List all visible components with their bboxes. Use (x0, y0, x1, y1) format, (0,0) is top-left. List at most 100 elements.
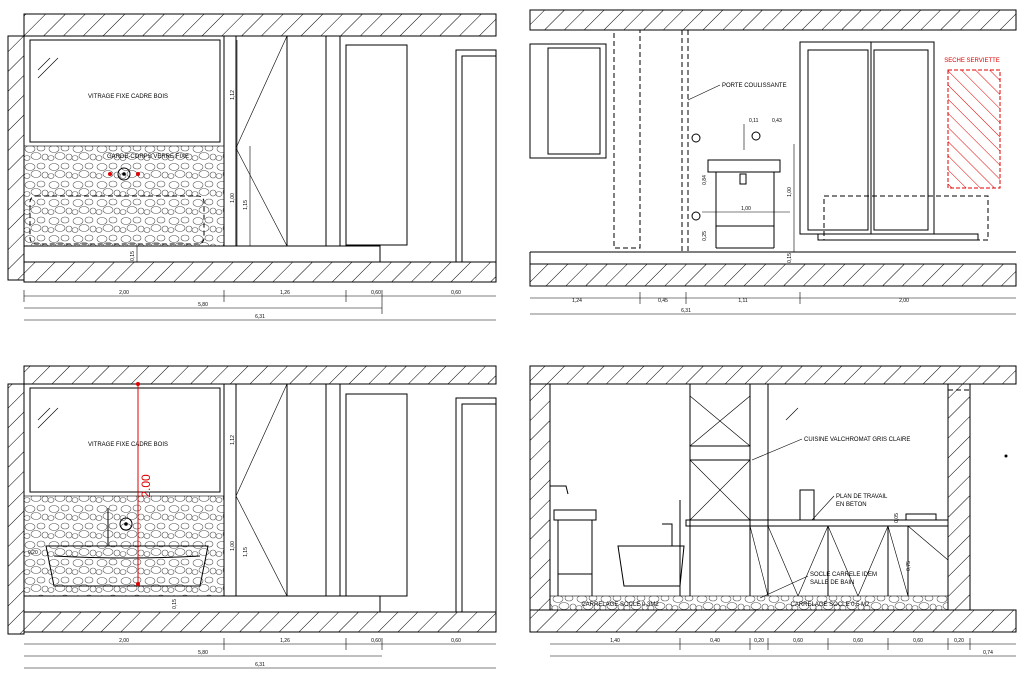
dim-text: 1,00 (230, 193, 236, 203)
dim-text: 0,60 (793, 638, 803, 644)
ceiling-slab (23, 13, 497, 37)
tap-icon (751, 131, 761, 141)
dashed-bathtub (29, 195, 205, 245)
dim-text: 1,12 (230, 435, 236, 445)
ceiling-slab (529, 365, 1017, 385)
socle-label: SOCLE CARRELE IDEM (810, 572, 877, 578)
left-wall (529, 383, 551, 611)
dim-text: 0,15 (130, 251, 136, 261)
elevation-top-left: VITRAGE FIXE CADRE BOIS GARDE-CORPS VERR… (7, 13, 497, 321)
floor-slab (23, 261, 497, 283)
dim-text: 1,15 (243, 200, 249, 210)
partition-wall (947, 383, 971, 611)
dim-text: 1,24 (572, 298, 582, 304)
ceiling-slab (23, 365, 497, 385)
dim-text: 5,80 (198, 302, 208, 308)
dim-text: 2,00 (119, 290, 129, 296)
plinth (23, 595, 381, 613)
dim-text: 0,45 (658, 298, 668, 304)
dim-text: 2,00 (899, 298, 909, 304)
faucet-icon (117, 167, 131, 181)
floor-slab (529, 263, 1017, 287)
floor-slab (23, 611, 497, 633)
valve-icon (136, 172, 140, 176)
towel-heater-label: SECHE SERVIETTE (944, 58, 1000, 64)
bathtub (45, 545, 209, 587)
dim-text: 0,20 (754, 638, 764, 644)
dim-text: 6,31 (681, 308, 691, 314)
towel-heater (947, 69, 1001, 189)
dim-text: 6,31 (255, 314, 265, 320)
dim-text: 1,12 (230, 90, 236, 100)
dim-text: 1,00 (787, 187, 793, 197)
elevation-bottom-left: VITRAGE FIXE CADRE BOIS 0,20 2.00 1,12 1… (7, 365, 497, 669)
dim-text: 0,20 (954, 638, 964, 644)
tiled-plinth (549, 595, 949, 611)
worktop (685, 519, 949, 527)
door-panel (345, 44, 408, 246)
dim-text: 0,15 (787, 253, 793, 263)
dim-text: 1,15 (243, 547, 249, 557)
dim-text: 1,00 (741, 206, 751, 212)
dim-text: 0,40 (710, 638, 720, 644)
elevation-top-right: PORTE COULISSANTE 0,11 0,43 1,00 0,84 0,… (529, 9, 1017, 315)
dim-text: 1,26 (280, 638, 290, 644)
floor-slab (529, 609, 1017, 633)
cuisine-label: CUISINE VALCHROMAT GRIS CLAIRE (804, 437, 910, 443)
dim-text: 0,11 (749, 118, 759, 124)
dim-text: 1,26 (280, 290, 290, 296)
window-label: VITRAGE FIXE CADRE BOIS (88, 442, 168, 448)
dim-text: 1,40 (610, 638, 620, 644)
fixed-window (29, 387, 221, 493)
socle-label: SALLE DE BAIN (810, 580, 854, 586)
dim-text: 0,60 (371, 638, 381, 644)
dim-text: 1,00 (230, 541, 236, 551)
dim-text: 0,60 (371, 290, 381, 296)
carrelage-label: CARRELAGE SOCLE 0,5 M2 (790, 602, 870, 608)
window-label: VITRAGE FIXE CADRE BOIS (88, 94, 168, 100)
dim-text: 0,20 (28, 550, 38, 556)
plan-label: PLAN DE TRAVAIL (836, 494, 888, 500)
tap-fixture (799, 489, 815, 521)
washbasin (707, 159, 781, 173)
fixed-window (29, 39, 221, 143)
dim-text: 6,31 (255, 662, 265, 668)
small-window (529, 43, 607, 159)
plan-label: EN BETON (836, 502, 867, 508)
dim-text: 0,60 (913, 638, 923, 644)
door-panel (345, 393, 408, 597)
door-label: PORTE COULISSANTE (722, 83, 787, 89)
dim-text: 2,00 (119, 638, 129, 644)
stone-label: GARDE-CORPS VERRE FIXE (107, 154, 189, 160)
dim-text: 0,60 (853, 638, 863, 644)
elevation-bottom-right: CARRELAGE SOCLE 0,3M2 CARRELAGE SOCLE 0,… (529, 365, 1017, 657)
dim-text: 0,43 (772, 118, 782, 124)
large-window (799, 41, 935, 235)
left-wall (7, 383, 25, 635)
dim-text: 0,74 (983, 650, 993, 656)
tap-icon (691, 133, 701, 143)
ceiling-slab (529, 9, 1017, 31)
plinth (23, 245, 381, 263)
dim-text: 1,11 (738, 298, 748, 304)
dim-text: 0,84 (702, 175, 708, 185)
dim-text: 0,60 (451, 290, 461, 296)
sliding-door-dashed (613, 29, 641, 249)
left-wall (7, 35, 25, 281)
red-height-dim: 2.00 (139, 474, 153, 498)
valve-icon (108, 172, 112, 176)
dashed-bathtub (823, 195, 989, 241)
tap-icon (691, 211, 701, 221)
bathtub (617, 545, 685, 587)
dim-text: 5,80 (198, 650, 208, 656)
dim-text: 0,25 (702, 231, 708, 241)
dim-text: 0,75 (906, 561, 912, 571)
washbasin (553, 509, 597, 521)
dim-text: 0,15 (172, 599, 178, 609)
hob (905, 513, 937, 521)
faucet-icon (119, 517, 133, 531)
carrelage-label: CARRELAGE SOCLE 0,3M2 (581, 602, 659, 608)
dim-text: 0,60 (451, 638, 461, 644)
dim-text: 0,05 (894, 513, 900, 523)
